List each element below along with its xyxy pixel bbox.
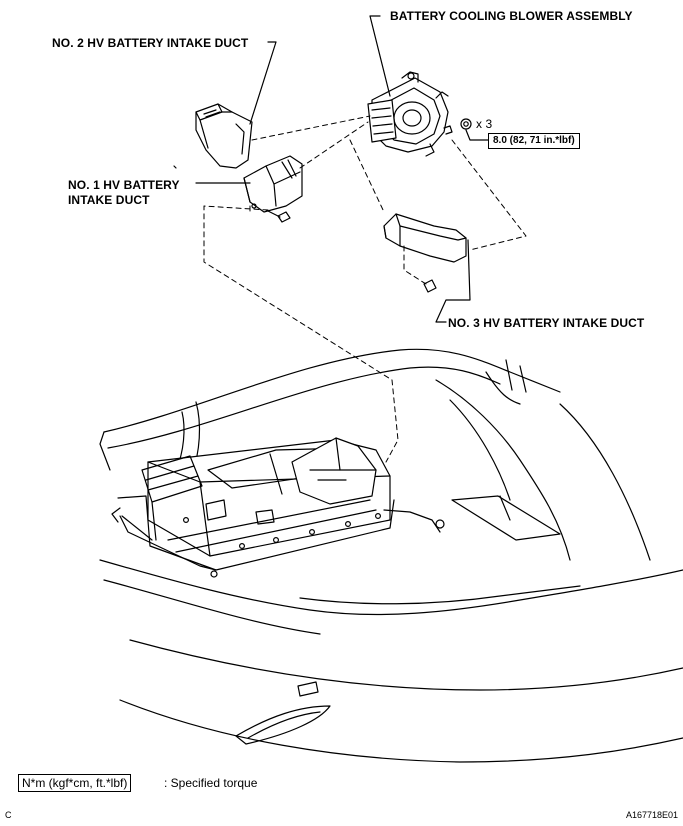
no3-intake-duct	[383, 213, 467, 263]
no2-duct-label: NO. 2 HV BATTERY INTAKE DUCT	[52, 36, 249, 50]
torque-legend-text: : Specified torque	[164, 776, 258, 790]
assembly-guide-lines	[203, 115, 527, 463]
no1-duct-label-line2: INTAKE DUCT	[68, 193, 150, 207]
torque-legend-box: N*m (kgf*cm, ft.*lbf)	[18, 774, 132, 792]
bolt-icon	[265, 209, 291, 223]
hv-battery-pack	[111, 437, 445, 578]
no3-duct-label: NO. 3 HV BATTERY INTAKE DUCT	[448, 316, 645, 330]
bolt-icon	[423, 279, 437, 293]
no1-duct-label-line1: NO. 1 HV BATTERY	[68, 178, 180, 192]
nut-icon	[460, 118, 472, 130]
footer-left-code: C	[5, 810, 12, 820]
blower-assembly	[367, 71, 453, 157]
blower-assembly-label: BATTERY COOLING BLOWER ASSEMBLY	[390, 9, 633, 23]
no2-intake-duct	[195, 103, 253, 169]
figure-id: A167718E01	[626, 810, 679, 820]
no1-intake-duct	[243, 155, 303, 213]
nut-quantity-label: x 3	[476, 117, 493, 131]
torque-spec-box: 8.0 (82, 71 in.*lbf)	[488, 133, 580, 149]
vehicle-rear-body	[99, 348, 683, 763]
